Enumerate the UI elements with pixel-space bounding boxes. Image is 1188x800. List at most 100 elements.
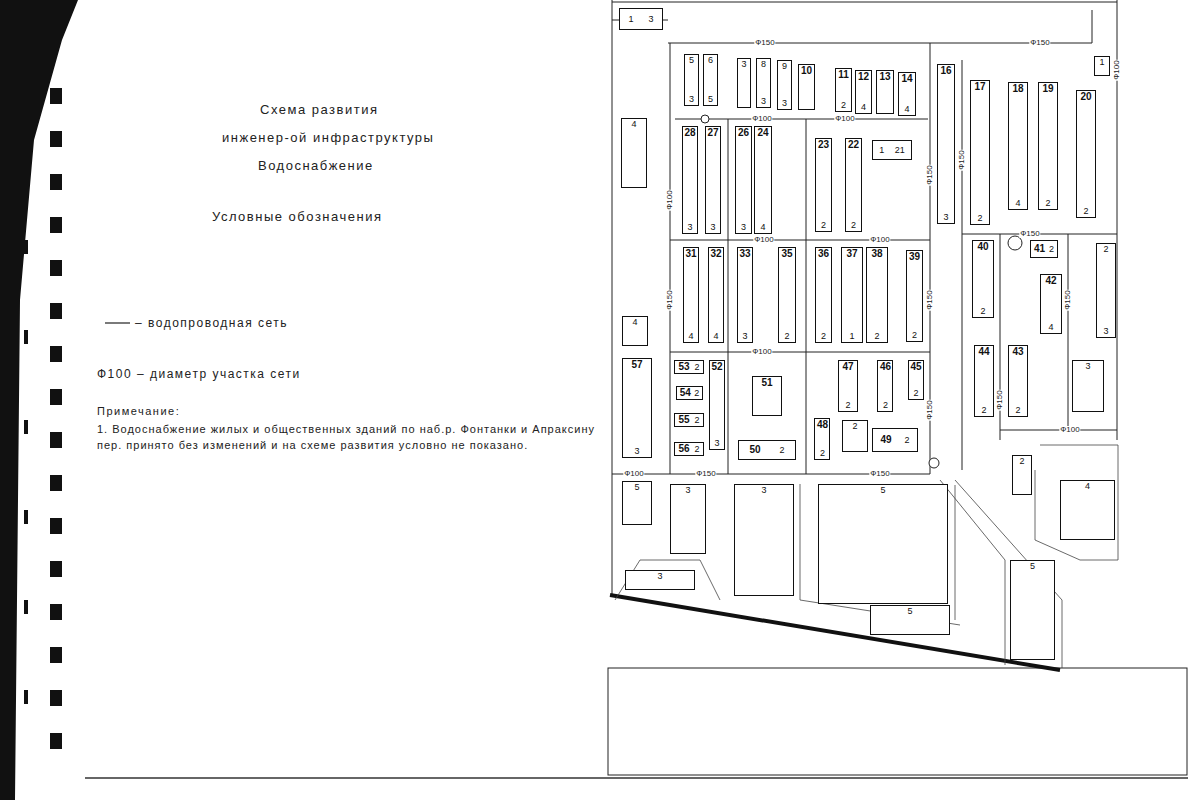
floor-count: 4 (760, 223, 765, 232)
note-heading: Примечание: (97, 405, 180, 417)
floor-count: 3 (761, 97, 766, 106)
building-number: 57 (631, 360, 642, 370)
building-number: 5 (880, 486, 885, 495)
floor-count: 3 (710, 223, 715, 232)
building-outline: 4 (1060, 480, 1115, 540)
building-outline: 452 (908, 360, 924, 400)
floor-count: 2 (913, 389, 918, 398)
building-outline: 83 (756, 58, 771, 108)
binding-strip (0, 0, 78, 800)
building-outline: 542 (676, 386, 703, 400)
building-number: 51 (761, 378, 772, 388)
building-number: 46 (880, 362, 891, 372)
map-title: Схема развития (260, 102, 378, 117)
building-number: 35 (781, 249, 792, 259)
floor-count: 5 (708, 95, 713, 104)
building-number: 17 (974, 82, 985, 92)
floor-count: 4 (688, 332, 693, 341)
block-outlines (615, 445, 1118, 668)
building-outline: 371 (841, 247, 863, 343)
floor-count: 3 (741, 223, 746, 232)
building-outline: 46 2 (877, 360, 893, 412)
floor-count: 4 (1015, 199, 1020, 208)
building-number: 22 (848, 140, 859, 150)
legend-heading: Условные обозначения (212, 209, 382, 224)
building-outline: 3 (737, 58, 751, 108)
pipe-diameter: Ф150 (869, 470, 890, 478)
building-number: 23 (818, 140, 829, 150)
building-number: 11 (838, 70, 849, 80)
building-outline: 562 (674, 442, 704, 456)
floor-count: 3 (689, 95, 694, 104)
building-outline: 283 (682, 126, 698, 234)
building-number: 5 (689, 56, 694, 65)
floor-count: 1 (849, 332, 854, 341)
floor-count: 2 (695, 416, 700, 425)
floor-count: 2 (883, 401, 888, 410)
pipe-diameter: Ф150 (996, 389, 1004, 410)
building-outline: 11 2 (835, 68, 852, 112)
pipe-diameter: Ф150 (926, 164, 934, 185)
building-outline: 2 (1012, 455, 1032, 495)
building-outline: 35 2 (778, 247, 796, 343)
building-outline: 324 (708, 247, 724, 343)
building-outline: 552 (674, 413, 704, 427)
pipe-diameter: Ф150 (926, 399, 934, 420)
building-number: 28 (684, 128, 695, 138)
binding-holes (24, 88, 62, 749)
water-pipe-network (612, 10, 1117, 474)
note-text: 1. Водоснабжение жилых и общественных зд… (97, 421, 597, 453)
building-outline: 412 (1030, 240, 1058, 258)
building-number: 2 (1103, 245, 1108, 254)
building-outline: 93 (777, 60, 792, 110)
pipe-diameter: Ф100 (623, 470, 644, 478)
building-number: 39 (909, 252, 920, 262)
building-outline: 424 (1040, 274, 1062, 334)
building-outline: 163 (937, 64, 955, 224)
pipe-diameter: Ф150 (926, 289, 934, 310)
building-outline: 492 (872, 428, 918, 452)
legend-text: Ф100 – диаметр участка сети (97, 367, 301, 381)
building-number: 32 (710, 249, 721, 259)
building-number: 1 (879, 146, 884, 155)
building-outline: 5 (622, 481, 652, 525)
building-outline: 51 (752, 376, 782, 416)
building-number: 5 (907, 607, 912, 616)
building-outline: 3 (1072, 360, 1104, 412)
pipe-diameter: Ф150 (666, 289, 674, 310)
building-outline: 3 (734, 484, 794, 596)
floor-count: 2 (851, 221, 856, 230)
floor-count: 2 (841, 101, 846, 110)
floor-count: 2 (981, 406, 986, 415)
building-outline: 121 (872, 140, 912, 160)
building-number: 2 (1019, 457, 1024, 466)
building-number: 10 (801, 66, 812, 76)
floor-count: 2 (845, 401, 850, 410)
pipe-diameter: Ф150 (1064, 289, 1072, 310)
floor-count: 3 (1103, 327, 1108, 336)
pipe-diameter: Ф100 (1113, 59, 1121, 80)
building-outline: 4 (621, 118, 647, 188)
floor-count: 2 (905, 436, 910, 445)
building-outline: 13 (619, 8, 663, 30)
floor-count: 2 (1015, 406, 1020, 415)
building-outline: 10 (798, 64, 815, 110)
building-number: 3 (685, 486, 690, 495)
building-outline: 5 (818, 484, 948, 604)
floor-count: 2 (784, 332, 789, 341)
pipe-diameter: Ф100 (666, 189, 674, 210)
building-number: 52 (711, 362, 722, 372)
building-number: 8 (761, 60, 766, 69)
building-number: 20 (1080, 92, 1091, 102)
building-number: 9 (782, 62, 787, 71)
floor-count: 2 (821, 221, 826, 230)
floor-count: 2 (1045, 199, 1050, 208)
floor-count: 2 (1049, 245, 1054, 254)
building-outline: 172 (970, 80, 990, 225)
building-number: 14 (901, 74, 912, 84)
floor-count: 2 (695, 363, 700, 372)
building-number: 42 (1045, 276, 1056, 286)
building-number: 16 (940, 66, 951, 76)
building-outline: 314 (683, 247, 699, 343)
building-outline: 184 (1008, 82, 1028, 210)
